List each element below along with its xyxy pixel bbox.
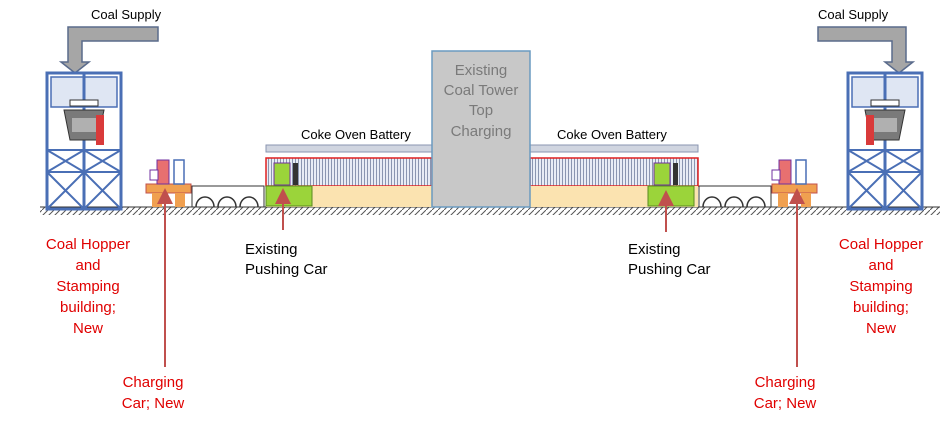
- ground-hatch: [40, 207, 940, 215]
- svg-text:Charging: Charging: [123, 374, 184, 391]
- coal-tower: [431, 50, 531, 208]
- svg-text:and: and: [868, 257, 893, 274]
- coal-supply-label-left: Coal Supply: [91, 7, 162, 22]
- charging-car-label-right: Charging Car; New: [754, 374, 817, 412]
- coke-oven-battery-left: [265, 144, 433, 207]
- svg-text:Stamping: Stamping: [56, 278, 119, 295]
- charging-car-label-left: Charging Car; New: [122, 374, 185, 412]
- coke-battery-label-right: Coke Oven Battery: [557, 127, 667, 142]
- svg-text:New: New: [866, 320, 896, 337]
- svg-text:Existing: Existing: [628, 241, 681, 258]
- arch-bridge-right: [698, 185, 772, 208]
- svg-text:Car; New: Car; New: [754, 395, 817, 412]
- charging-car-left: [145, 159, 192, 207]
- coal-tower-label: Existing Coal Tower Top Charging: [444, 62, 519, 140]
- coal-supply-label-right: Coal Supply: [818, 7, 889, 22]
- svg-text:Coal Tower: Coal Tower: [444, 82, 519, 99]
- svg-text:Pushing Car: Pushing Car: [628, 261, 711, 278]
- pushing-car-label-right: Existing Pushing Car: [628, 241, 711, 278]
- svg-text:Coal Hopper: Coal Hopper: [46, 236, 130, 253]
- charging-car-right: [771, 159, 818, 207]
- svg-text:New: New: [73, 320, 103, 337]
- pushing-car-label-left: Existing Pushing Car: [245, 241, 328, 278]
- coke-oven-battery-right: [529, 144, 699, 207]
- svg-text:Car; New: Car; New: [122, 395, 185, 412]
- coal-supply-arrow-right: [817, 26, 916, 74]
- hopper-label-right: Coal Hopper and Stamping building; New: [839, 236, 923, 337]
- hopper-label-left: Coal Hopper and Stamping building; New: [46, 236, 130, 337]
- svg-text:Charging: Charging: [755, 374, 816, 391]
- coke-battery-label-left: Coke Oven Battery: [301, 127, 411, 142]
- stamping-tower-left: [45, 71, 123, 211]
- svg-text:and: and: [75, 257, 100, 274]
- svg-text:Pushing Car: Pushing Car: [245, 261, 328, 278]
- svg-text:building;: building;: [60, 299, 116, 316]
- svg-text:Charging: Charging: [451, 123, 512, 140]
- arch-bridge-left: [191, 185, 265, 208]
- svg-text:Coal Hopper: Coal Hopper: [839, 236, 923, 253]
- svg-text:Existing: Existing: [455, 62, 508, 79]
- svg-text:Stamping: Stamping: [849, 278, 912, 295]
- svg-text:building;: building;: [853, 299, 909, 316]
- svg-text:Top: Top: [469, 102, 493, 119]
- svg-text:Existing: Existing: [245, 241, 298, 258]
- coal-supply-arrow-left: [58, 26, 159, 74]
- stamping-tower-right: [846, 71, 924, 211]
